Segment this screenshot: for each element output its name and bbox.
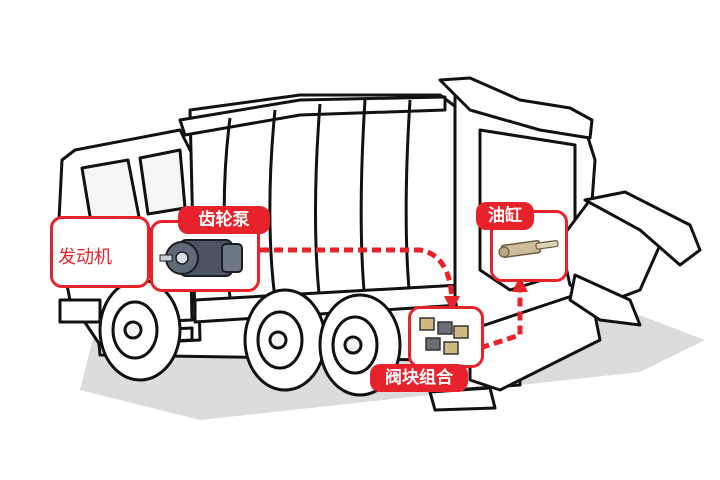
gear-pump-label: 齿轮泵 (178, 206, 270, 234)
cylinder-label: 油缸 (476, 202, 534, 230)
flow-arrowhead-valve (444, 296, 460, 312)
bin-lifter-right (583, 190, 702, 267)
cab-side-window (138, 148, 187, 216)
valve-block-icon (419, 317, 469, 355)
cylinder-image (496, 234, 562, 262)
engine-callout (50, 216, 150, 288)
rear-step (428, 386, 497, 412)
valve-block-image (414, 312, 478, 362)
hydraulic-cylinder-icon (498, 239, 559, 259)
bin-lifter-panel (568, 273, 642, 327)
gear-pump-image (158, 234, 252, 282)
engine-label: 发动机 (58, 247, 112, 268)
valve-block-callout (408, 306, 484, 368)
front-wheel (98, 278, 182, 382)
valve-block-label: 阀块组合 (370, 364, 468, 392)
flow-arrowhead-cylinder (512, 276, 528, 292)
tailgate-bracket (438, 76, 594, 140)
rear-wheel-1 (243, 288, 327, 392)
front-bumper (58, 298, 102, 324)
gear-pump-icon (159, 239, 243, 277)
compactor-top-rail (178, 95, 447, 137)
